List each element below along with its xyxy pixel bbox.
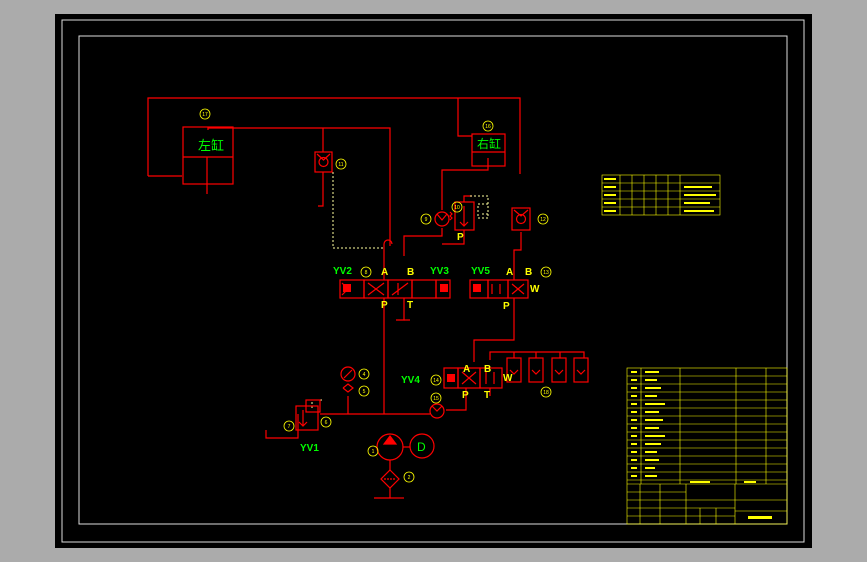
left-cylinder: 左缸 [182,126,234,185]
label-yv5: YV5 [471,266,490,277]
tag-11: 11 [338,162,343,168]
port-w-yv5: W [530,284,540,295]
port-t-yv4: T [484,390,490,401]
port-p-seq: P [457,232,464,243]
tag-6: 6 [325,420,328,426]
check-valve-right [511,207,531,231]
yv4-directional-valve [443,367,503,389]
port-a-main: A [381,267,388,278]
port-p-yv4: P [462,390,469,401]
clamp-cylinders [506,357,589,383]
right-cylinder: 右缸 [471,133,506,167]
port-w-yv4: W [503,373,513,384]
tag-10: 10 [454,205,460,211]
label-yv3: YV3 [430,266,449,277]
parts-list-table [626,367,788,525]
tag-15: 15 [433,396,439,402]
tag-4: 4 [363,372,366,378]
port-b-main: B [407,267,414,278]
left-cylinder-label: 左缸 [198,138,224,153]
component-tag-numbers: 17 16 11 9 10 12 8 13 4 5 14 15 18 7 6 1… [202,112,549,481]
circuit-lines [147,97,585,499]
tag-2: 2 [408,475,411,481]
check-valve-left [314,151,333,173]
tag-13: 13 [543,270,549,276]
port-t-main: T [407,300,413,311]
check-valve-15 [429,403,445,419]
check-valve-9 [434,211,450,227]
port-p-main: P [381,300,388,311]
label-yv4: YV4 [401,375,420,386]
solenoid-action-table [601,174,721,216]
port-labels: A B P T A B P W A B P T W P [381,232,540,401]
electric-motor [409,433,435,459]
inner-border [78,35,788,525]
outer-border [61,19,805,543]
solenoid-yv3-coil [440,284,448,292]
main-directional-valve [339,279,451,299]
tag-9: 9 [425,217,428,223]
oil-filter [380,469,400,489]
tag-5: 5 [363,389,366,395]
tag-14: 14 [433,378,439,384]
hydraulic-pump [376,433,410,461]
component-tags [199,108,552,483]
tag-18: 18 [543,390,549,396]
solenoid-yv5-coil [473,284,481,292]
port-p-yv5: P [503,301,510,312]
pressure-gauge [340,366,356,393]
tag-12: 12 [540,217,546,223]
tag-16: 16 [485,124,491,130]
tag-1: 1 [372,449,375,455]
solenoid-yv4-coil [447,374,455,382]
tag-7: 7 [288,424,291,430]
pressure-control-valve [449,201,475,231]
solenoid-action-table-marks [604,178,716,212]
relief-valve [295,399,321,431]
tag-8: 8 [365,270,368,276]
solenoid-yv2-coil [343,284,351,292]
port-a-yv4: A [463,364,470,375]
port-a-yv5: A [506,267,513,278]
yv5-directional-valve [469,279,529,299]
label-yv2: YV2 [333,266,352,277]
port-b-yv5: B [525,267,532,278]
port-b-yv4: B [484,364,491,375]
motor-label: D [417,440,426,454]
solenoid-labels: YV2 YV3 YV5 YV4 YV1 [300,266,490,454]
pilot-box-10 [477,203,489,219]
label-yv1: YV1 [300,443,319,454]
parts-list-marks [631,371,772,519]
right-cylinder-label: 右缸 [477,136,501,151]
tag-17: 17 [202,112,208,118]
drawing-sheet [55,14,812,548]
